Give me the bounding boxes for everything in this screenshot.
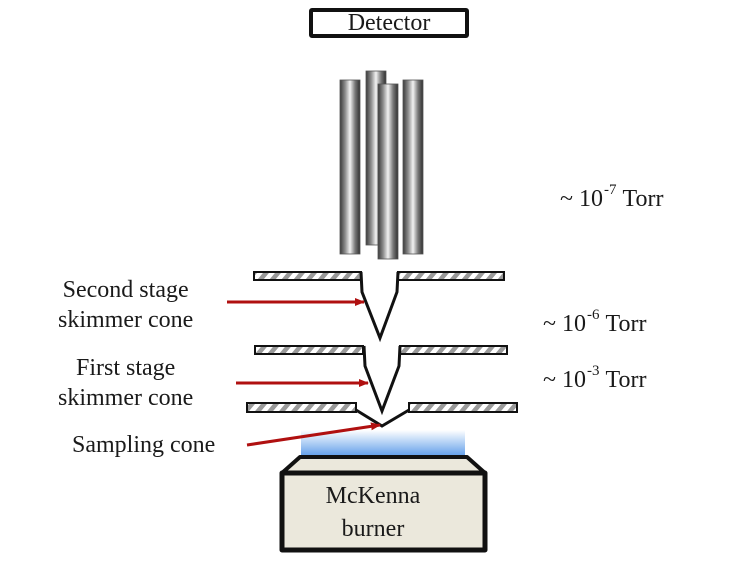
pressure-detector-chamber: ~ 10-7 Torr bbox=[560, 182, 664, 213]
pressure-unit: Torr bbox=[622, 186, 664, 212]
pressure-unit: Torr bbox=[605, 311, 647, 337]
cone bbox=[362, 345, 402, 416]
pressure-exponent: -3 bbox=[586, 363, 600, 379]
second-stage-label-line1: Second stage bbox=[62, 277, 189, 303]
sampling-cone-label: Sampling cone bbox=[72, 432, 216, 458]
rod-left bbox=[339, 79, 361, 255]
burner-front bbox=[279, 470, 488, 553]
rod-right bbox=[402, 79, 424, 255]
plate-right bbox=[399, 345, 508, 355]
first-stage-label-line2: skimmer cone bbox=[58, 385, 194, 411]
burner-label-line2: burner bbox=[341, 516, 405, 542]
first-stage-label-line1: First stage bbox=[75, 355, 176, 381]
cone bbox=[355, 408, 410, 428]
pressure-prefix: ~ 10 bbox=[560, 186, 603, 212]
burner-body bbox=[279, 455, 488, 553]
plate-left bbox=[254, 345, 364, 355]
burner-label-line1: McKenna bbox=[325, 483, 421, 509]
pressure-first-stage: ~ 10-3 Torr bbox=[543, 363, 647, 394]
quadrupole-rods bbox=[339, 70, 424, 260]
pressure-unit: Torr bbox=[605, 367, 647, 393]
second-stage-skimmer bbox=[253, 271, 505, 343]
plate-right bbox=[408, 402, 518, 413]
first-stage-label: First stage skimmer cone bbox=[58, 353, 193, 413]
rod-front bbox=[377, 83, 399, 260]
pressure-exponent: -7 bbox=[603, 182, 617, 198]
plate-left bbox=[253, 271, 362, 281]
burner-label: McKenna burner bbox=[282, 480, 464, 546]
detector-box: Detector bbox=[309, 8, 469, 38]
detector-label: Detector bbox=[347, 10, 431, 36]
cone bbox=[359, 271, 400, 343]
plate-left bbox=[246, 402, 357, 413]
pressure-second-stage: ~ 10-6 Torr bbox=[543, 307, 647, 338]
second-stage-label-line2: skimmer cone bbox=[58, 307, 194, 333]
pressure-prefix: ~ 10 bbox=[543, 367, 586, 393]
arrow-sampling-cone bbox=[246, 422, 381, 447]
pressure-exponent: -6 bbox=[586, 307, 600, 323]
plate-right bbox=[397, 271, 505, 281]
first-stage-skimmer bbox=[254, 345, 508, 416]
pressure-prefix: ~ 10 bbox=[543, 311, 586, 337]
sampling-cone-plate bbox=[246, 402, 518, 428]
second-stage-label: Second stage skimmer cone bbox=[58, 275, 193, 335]
